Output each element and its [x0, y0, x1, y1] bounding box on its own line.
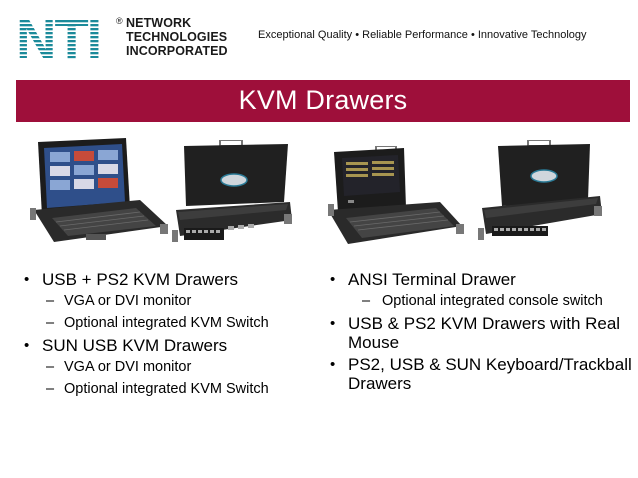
terminal-drawer-open-front-icon — [328, 146, 464, 244]
kvm-drawer-open-front-icon — [30, 138, 168, 242]
svg-text:NTI: NTI — [16, 12, 100, 62]
list-item: USB & PS2 KVM Drawers with Real Mouse — [322, 314, 632, 352]
nti-logo: NTI ® NETWORK TECHNOLOGIES INCORPORATED — [16, 12, 228, 66]
list-item: USB + PS2 KVM Drawers — [16, 270, 316, 289]
kvm-drawer-rear-icon — [172, 140, 292, 242]
registered-mark: ® — [116, 16, 123, 26]
terminal-drawer-rear-icon — [478, 140, 602, 240]
company-name-line-1: NETWORK — [126, 16, 192, 30]
sub-list-item: –Optional integrated KVM Switch — [46, 381, 269, 397]
list-item: SUN USB KVM Drawers — [16, 336, 316, 355]
company-name-line-3: INCORPORATED — [126, 44, 228, 58]
right-feature-list: ANSI Terminal Drawer –Optional integrate… — [322, 270, 632, 396]
sub-list-item: –Optional integrated KVM Switch — [46, 315, 269, 331]
page-title: KVM Drawers — [238, 85, 408, 115]
sub-list-item: –Optional integrated console switch — [362, 293, 603, 309]
company-name-line-2: TECHNOLOGIES — [126, 30, 228, 44]
company-name: NETWORK TECHNOLOGIES INCORPORATED — [126, 16, 228, 58]
nti-logo-mark-icon: NTI — [16, 12, 102, 62]
tagline: Exceptional Quality • Reliable Performan… — [258, 29, 587, 41]
list-item: ANSI Terminal Drawer — [322, 270, 632, 289]
left-feature-list: USB + PS2 KVM Drawers –VGA or DVI monito… — [16, 270, 316, 402]
list-item: PS2, USB & SUN Keyboard/Trackball Drawer… — [322, 355, 632, 393]
sub-list-item: –VGA or DVI monitor — [46, 359, 192, 375]
title-banner: KVM Drawers — [16, 80, 630, 122]
sub-list-item: –VGA or DVI monitor — [46, 293, 192, 309]
